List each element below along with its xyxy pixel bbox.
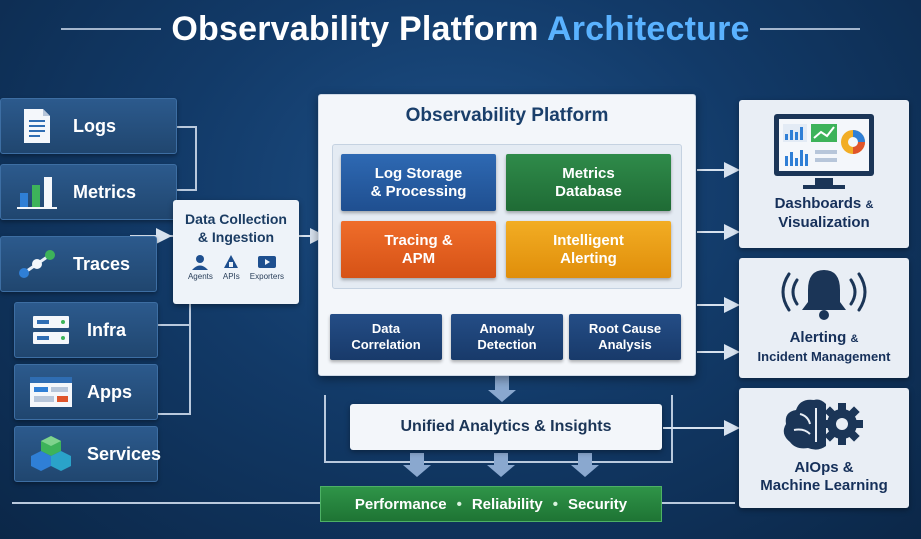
pillar-security: Security (567, 495, 628, 513)
incident-management-output[interactable]: Alerting & Incident Management (739, 258, 909, 378)
source-apps[interactable]: Apps (14, 364, 158, 420)
source-label: Apps (87, 381, 132, 402)
monitor-dashboard-icon (774, 114, 874, 189)
source-logs[interactable]: Logs (0, 98, 177, 154)
source-label: Metrics (73, 181, 137, 202)
brain-gear-icon (783, 399, 863, 450)
apis-item: APIs (223, 254, 240, 281)
title-rule-left (61, 28, 162, 30)
source-label: Logs (73, 115, 116, 136)
data-collection-box[interactable]: Data Collection & Ingestion Agents APIs … (173, 200, 299, 304)
bell-alert-icon (781, 270, 867, 320)
title-accent: Architecture (546, 9, 750, 48)
source-services[interactable]: Services (14, 426, 162, 482)
aiops-label: AIOps & Machine Learning (760, 459, 888, 494)
agents-icon (192, 255, 209, 270)
source-infra[interactable]: Infra (14, 302, 158, 358)
unified-analytics-box[interactable]: Unified Analytics & Insights (350, 404, 662, 450)
source-label: Infra (87, 319, 127, 340)
tracing-apm-tile[interactable]: Tracing &APM (341, 221, 496, 278)
log-storage-tile[interactable]: Log Storage& Processing (341, 154, 496, 211)
dashboards-label: Dashboards & Visualization (774, 195, 874, 231)
pillar-reliability: Reliability (471, 495, 543, 513)
incident-label: Alerting & Incident Management (757, 329, 891, 364)
title-text: Observability Platform Architecture (171, 10, 749, 49)
document-icon (15, 108, 59, 144)
data-collection-title: Data Collection & Ingestion (185, 211, 287, 245)
apis-icon (224, 255, 239, 268)
server-icon (29, 312, 73, 348)
pillar-performance: Performance (354, 495, 447, 513)
bar-chart-icon (15, 174, 59, 210)
pillar-separator: • (552, 495, 558, 513)
title-main: Observability Platform (171, 9, 539, 48)
page-title: Observability Platform Architecture (0, 6, 921, 52)
source-traces[interactable]: Traces (0, 236, 157, 292)
exporters-icon (257, 256, 276, 268)
cubes-icon (29, 436, 73, 472)
trace-nodes-icon (15, 246, 59, 282)
platform-title: Observability Platform (405, 105, 609, 126)
source-label: Services (87, 443, 162, 464)
exporters-item: Exporters (250, 254, 284, 281)
title-rule-right (759, 28, 860, 30)
agents-item: Agents (188, 254, 213, 281)
pillars-bar: Performance • Reliability • Security (320, 486, 662, 522)
aiops-output[interactable]: AIOps & Machine Learning (739, 388, 909, 508)
dashboards-output[interactable]: Dashboards & Visualization (739, 100, 909, 248)
app-window-icon (29, 374, 73, 410)
source-label: Traces (73, 253, 131, 274)
source-metrics[interactable]: Metrics (0, 164, 177, 220)
pillar-separator: • (456, 495, 462, 513)
